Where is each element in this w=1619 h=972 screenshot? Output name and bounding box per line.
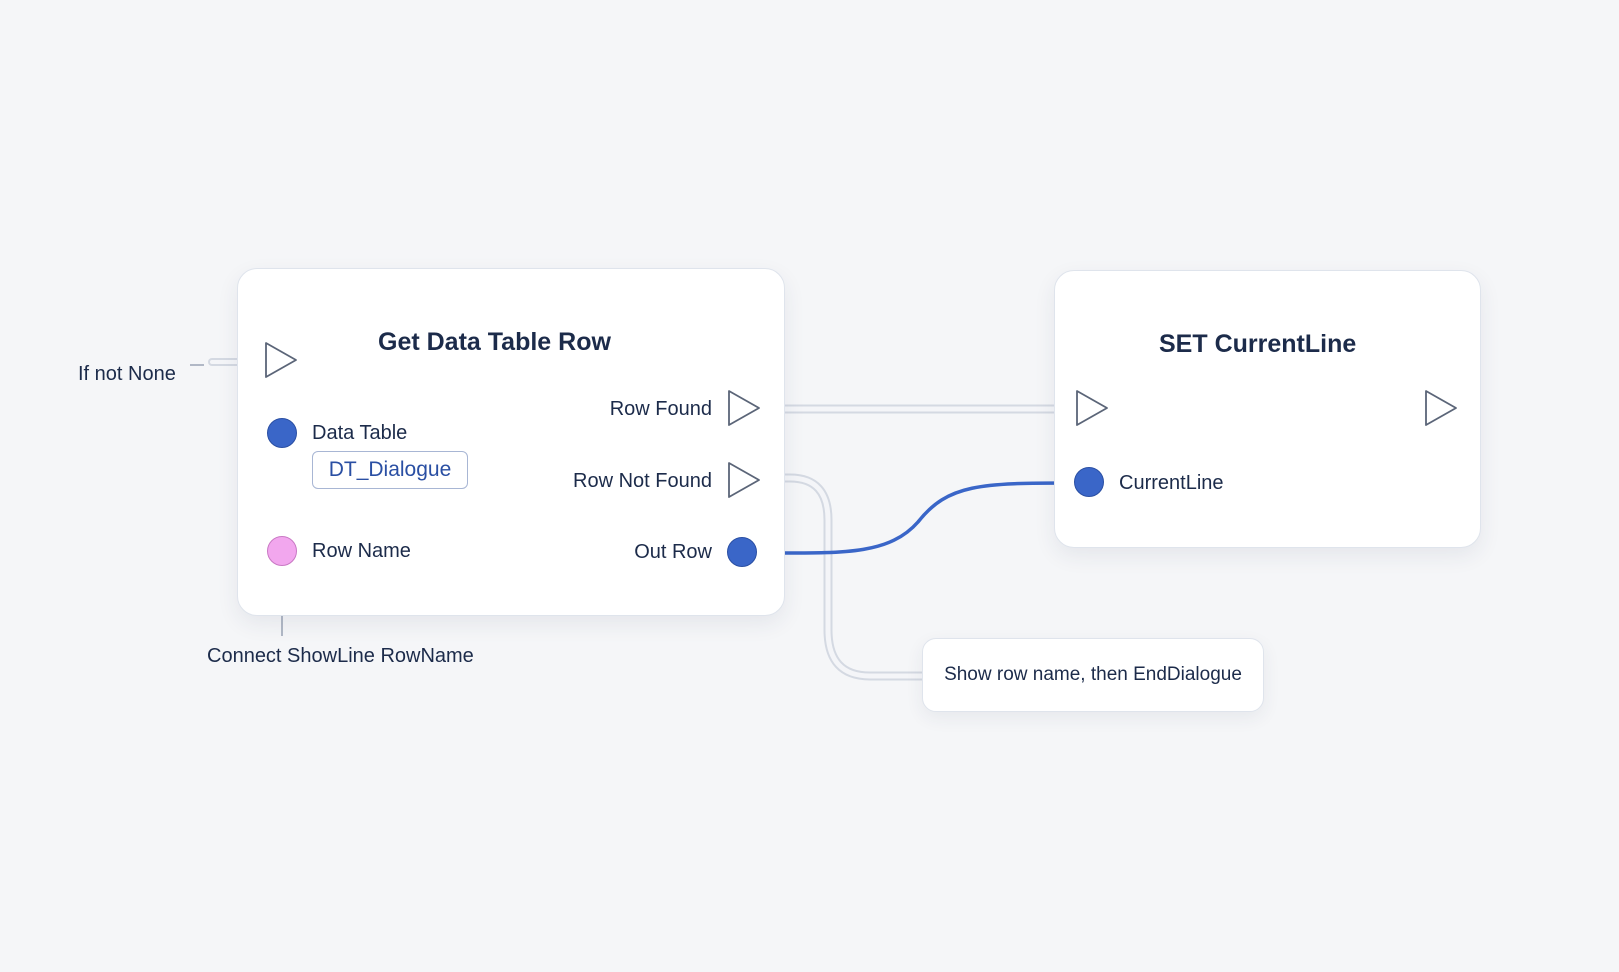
set-node-title: SET CurrentLine — [1159, 330, 1357, 358]
row-name-pin[interactable] — [267, 536, 297, 566]
exec-in-pin[interactable] — [263, 340, 299, 380]
row-found-label: Row Found — [609, 398, 712, 420]
get-node-comment: Connect ShowLine RowName — [207, 645, 474, 667]
row-found-exec-pin[interactable] — [726, 388, 762, 428]
data-table-pin[interactable] — [267, 418, 297, 448]
set-exec-in-pin[interactable] — [1074, 388, 1110, 428]
get-node-title: Get Data Table Row — [378, 328, 611, 356]
out-row-data-wire[interactable] — [756, 481, 1076, 555]
end-dialogue-comment-box[interactable]: Show row name, then EndDialogue — [922, 638, 1264, 712]
row-not-found-label: Row Not Found — [573, 470, 712, 492]
current-line-pin[interactable] — [1074, 467, 1104, 497]
data-table-value-field[interactable]: DT_Dialogue — [312, 451, 468, 489]
out-row-label: Out Row — [634, 541, 712, 563]
out-row-pin[interactable] — [727, 537, 757, 567]
input-exec-label: If not None — [78, 363, 176, 385]
row-not-found-exec-pin[interactable] — [726, 460, 762, 500]
current-line-label: CurrentLine — [1119, 472, 1224, 494]
row-name-label: Row Name — [312, 540, 411, 562]
data-table-label: Data Table — [312, 422, 408, 444]
set-exec-out-pin[interactable] — [1423, 388, 1459, 428]
set-current-line-node[interactable] — [1054, 270, 1481, 548]
get-data-table-row-node[interactable] — [237, 268, 785, 616]
